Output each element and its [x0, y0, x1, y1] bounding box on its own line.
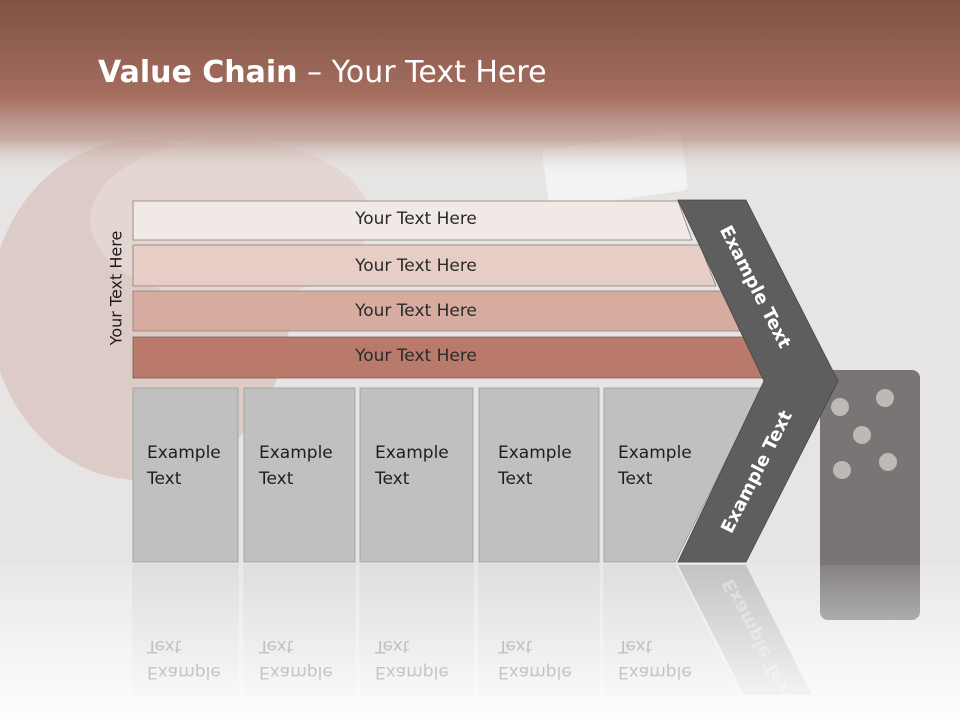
bar-4-label: Your Text Here	[355, 346, 477, 366]
box-5	[603, 387, 763, 563]
box-2	[243, 387, 356, 563]
bar-2-label: Your Text Here	[355, 256, 477, 276]
bar-1-shape	[132, 200, 693, 241]
box-1	[132, 387, 239, 563]
box-4	[478, 387, 600, 563]
bar-1-label: Your Text Here	[355, 209, 477, 229]
title-rest: – Your Text Here	[297, 55, 547, 90]
vertical-label: Your Text Here	[106, 230, 126, 346]
bar-3-label: Your Text Here	[355, 301, 477, 321]
header-band	[0, 0, 960, 175]
title-bold: Value Chain	[98, 55, 298, 90]
box-3	[359, 387, 474, 563]
chevron-shape	[677, 199, 839, 563]
bar-2-shape	[132, 244, 717, 287]
slide-title: Value Chain – Your Text Here	[98, 55, 547, 90]
domino-dark	[820, 370, 920, 620]
